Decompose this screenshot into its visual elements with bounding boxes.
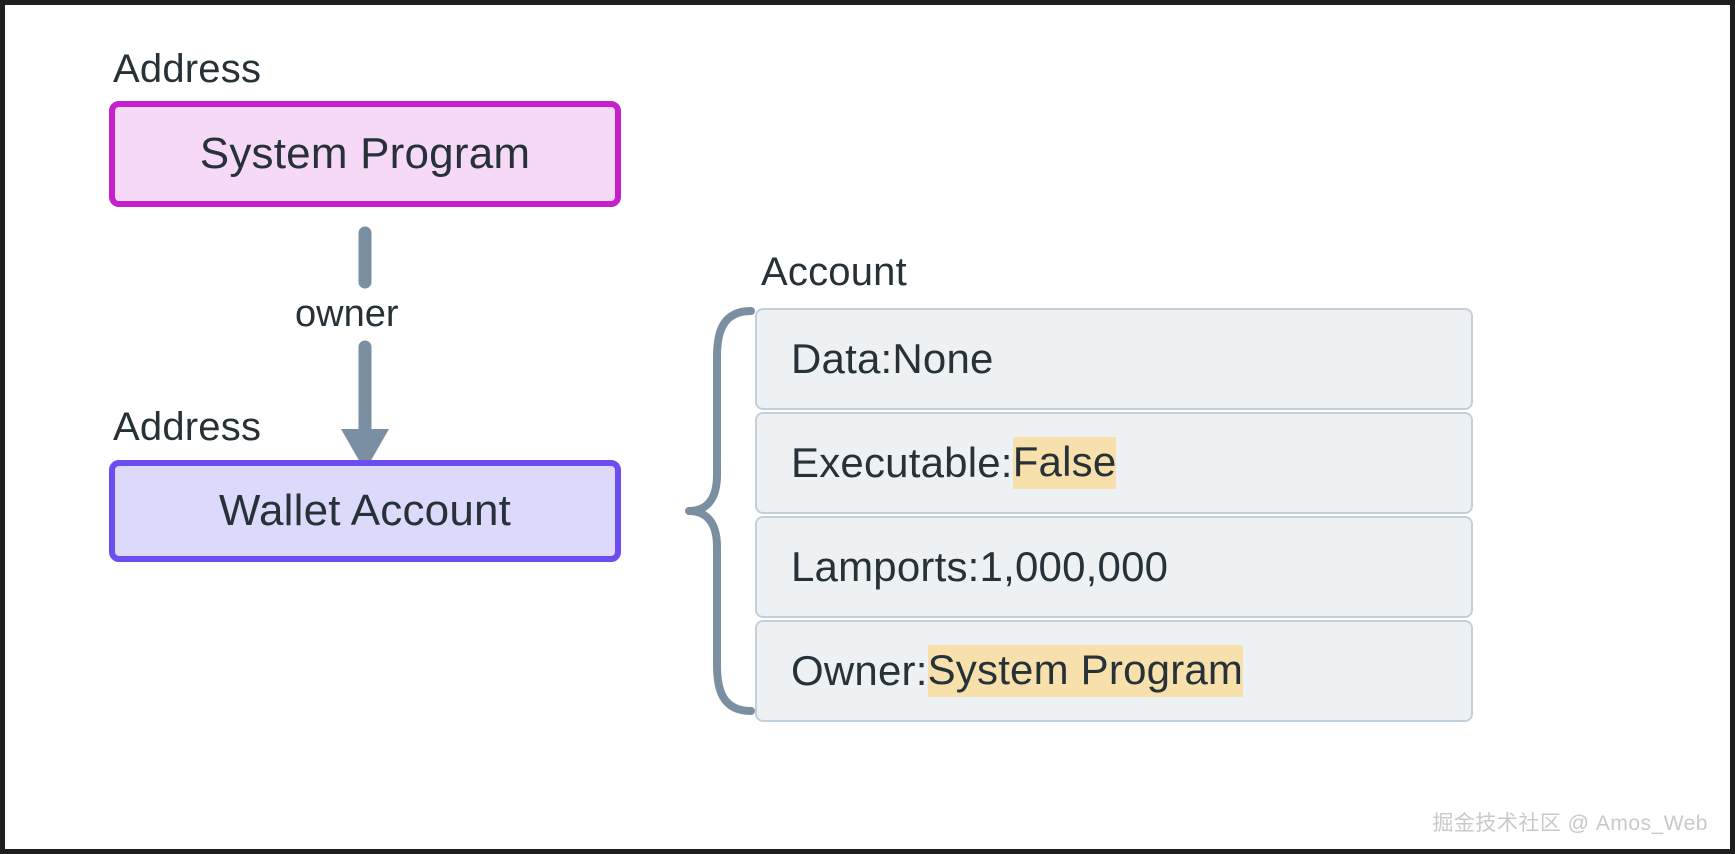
account-panel-label: Account [761,250,907,294]
system-program-address-label: Address [113,47,262,91]
account-row-owner[interactable]: Owner:System Program [755,620,1473,722]
account-row-executable-key: Executable: [791,439,1013,486]
node-wallet-account[interactable]: Wallet Account [109,460,621,562]
node-system-program[interactable]: System Program [109,101,621,207]
account-row-owner-value: System Program [927,645,1244,697]
account-row-lamports-key: Lamports: [791,543,980,590]
account-row-data[interactable]: Data: None [755,308,1473,410]
account-row-executable-value: False [1012,437,1117,489]
curly-brace-icon [685,307,755,715]
wallet-account-address-label: Address [113,405,262,449]
account-row-data-key: Data: [791,335,893,382]
node-system-program-text: System Program [199,129,531,178]
account-row-lamports-value: 1,000,000 [979,543,1169,590]
watermark: 掘金技术社区 @ Amos_Web [1432,812,1708,835]
account-row-data-value: None [892,335,994,382]
node-wallet-account-text: Wallet Account [218,486,512,535]
edge-owner-label: owner [295,293,399,335]
account-row-owner-key: Owner: [791,647,928,694]
account-row-executable[interactable]: Executable:False [755,412,1473,514]
account-rows: Data: None Executable:False Lamports: 1,… [755,308,1473,724]
account-row-lamports[interactable]: Lamports: 1,000,000 [755,516,1473,618]
